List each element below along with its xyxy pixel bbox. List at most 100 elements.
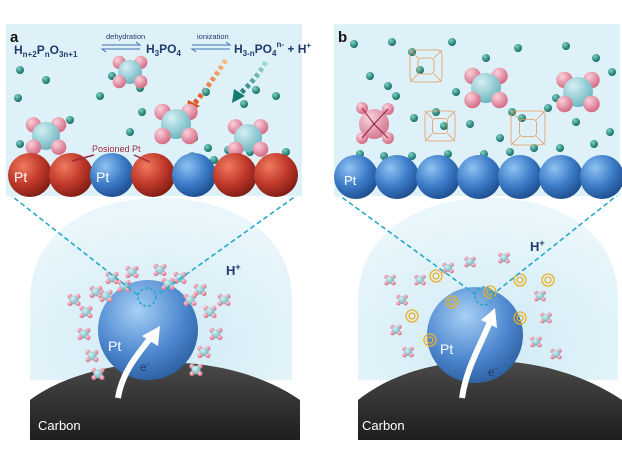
water-dot bbox=[544, 104, 552, 112]
oxygen-atom bbox=[540, 319, 545, 324]
phosphate-molecule bbox=[217, 293, 231, 307]
surface-label-a-2: Pt bbox=[96, 169, 109, 185]
panel-letter-a: a bbox=[10, 29, 19, 46]
water-dot bbox=[350, 40, 358, 48]
cage-inner bbox=[432, 118, 448, 134]
cage-frame bbox=[409, 49, 443, 83]
water-dot bbox=[608, 68, 616, 76]
oxygen-atom bbox=[449, 269, 454, 274]
oxygen-atom bbox=[209, 335, 215, 341]
phosphate-molecule bbox=[183, 293, 197, 307]
cage-edge bbox=[447, 110, 456, 119]
cage-molecule bbox=[424, 110, 456, 142]
water-dot bbox=[16, 140, 24, 148]
oxygen-atom bbox=[471, 263, 476, 268]
zoom-circle-a bbox=[137, 287, 157, 307]
cage-frame bbox=[510, 110, 546, 146]
surface-atom bbox=[49, 153, 93, 197]
ring-outer bbox=[513, 273, 527, 287]
water-dot bbox=[466, 120, 474, 128]
water-dot bbox=[440, 122, 448, 130]
cage-edge bbox=[536, 136, 546, 146]
particle-label-b: Pt bbox=[440, 341, 453, 357]
water-dot bbox=[282, 148, 290, 156]
phosphate-molecule bbox=[540, 312, 552, 324]
ring-inner bbox=[448, 298, 456, 306]
water-dot bbox=[432, 108, 440, 116]
surface-label-a-1: Pt bbox=[14, 169, 27, 185]
water-dot bbox=[240, 100, 248, 108]
oxygen-atom bbox=[384, 281, 389, 286]
oxygen-atom bbox=[205, 353, 211, 359]
electron-arrow-a bbox=[115, 334, 155, 399]
oxygen-atom bbox=[203, 313, 209, 319]
ring-outer bbox=[541, 273, 555, 287]
oxygen-atom bbox=[25, 139, 42, 155]
cage-molecule bbox=[510, 110, 546, 146]
electron-arrow-head-b bbox=[481, 308, 497, 328]
oxygen-atom bbox=[442, 269, 447, 274]
phosphate-molecule bbox=[556, 71, 600, 113]
oxygen-atom bbox=[79, 313, 85, 319]
oxygen-atom bbox=[217, 335, 223, 341]
water-molecules-b bbox=[350, 38, 616, 160]
additive-ring bbox=[405, 309, 419, 323]
oxygen-atom bbox=[50, 139, 67, 155]
surface-atom bbox=[416, 155, 460, 199]
oxygen-atom bbox=[153, 271, 159, 277]
zoom-guide-left-b bbox=[335, 192, 477, 296]
oxygen-atom bbox=[421, 281, 426, 286]
oxygen-atom bbox=[534, 297, 539, 302]
water-dot bbox=[496, 134, 504, 142]
oxygen-atom bbox=[211, 313, 217, 319]
dashed-arrow-teal bbox=[238, 60, 269, 96]
water-dot bbox=[530, 144, 538, 152]
oxygen-atom bbox=[402, 353, 407, 358]
additive-ring bbox=[541, 273, 555, 287]
oxygen-atom bbox=[397, 331, 402, 336]
additive-ring bbox=[429, 269, 443, 283]
surface-atom bbox=[90, 153, 134, 197]
pt-surface-row-b bbox=[334, 155, 622, 199]
ring-inner bbox=[432, 272, 440, 280]
phosphate-molecules-b bbox=[464, 67, 600, 113]
oxygen-atom bbox=[414, 281, 419, 286]
phosphate-molecule bbox=[189, 363, 203, 377]
water-dot bbox=[482, 54, 490, 62]
ring-outer bbox=[429, 269, 443, 283]
zoom-guide-left-a bbox=[7, 192, 140, 297]
water-dot bbox=[444, 150, 452, 158]
pt-nanoparticle-a bbox=[98, 280, 198, 380]
dashed-arrow-orange bbox=[192, 58, 229, 106]
water-dot bbox=[572, 118, 580, 126]
phosphate-molecule bbox=[464, 256, 476, 268]
ring-inner bbox=[516, 314, 524, 322]
surface-atom bbox=[457, 155, 501, 199]
water-dot bbox=[252, 86, 260, 94]
ring-inner bbox=[426, 336, 434, 344]
cage-edge bbox=[510, 136, 520, 146]
surface-atom bbox=[334, 155, 378, 199]
oxygen-atom bbox=[169, 285, 175, 291]
carbon-support-a bbox=[30, 362, 300, 440]
phosphate-molecule bbox=[209, 327, 223, 341]
phosphate-molecule bbox=[112, 55, 148, 89]
oxygen-atom bbox=[99, 375, 105, 381]
oxygen-atom bbox=[391, 281, 396, 286]
carbon-support-b bbox=[358, 360, 622, 440]
oxygen-atom bbox=[77, 335, 83, 341]
oxygen-atom bbox=[117, 287, 123, 293]
oxygen-atom bbox=[464, 263, 469, 268]
electron-arrow-b bbox=[459, 320, 493, 399]
ring-outer bbox=[445, 295, 459, 309]
surface-atom bbox=[539, 155, 583, 199]
cage-edge bbox=[424, 110, 433, 119]
oxygen-atom bbox=[134, 75, 148, 89]
phosphate-molecule bbox=[530, 336, 542, 348]
oxygen-atom bbox=[197, 371, 203, 377]
cage-additive-molecules-b bbox=[409, 49, 546, 146]
ring-outer bbox=[423, 333, 437, 347]
phosphate-molecule bbox=[197, 345, 211, 359]
water-dot bbox=[452, 88, 460, 96]
oxygen-atom bbox=[113, 279, 119, 285]
